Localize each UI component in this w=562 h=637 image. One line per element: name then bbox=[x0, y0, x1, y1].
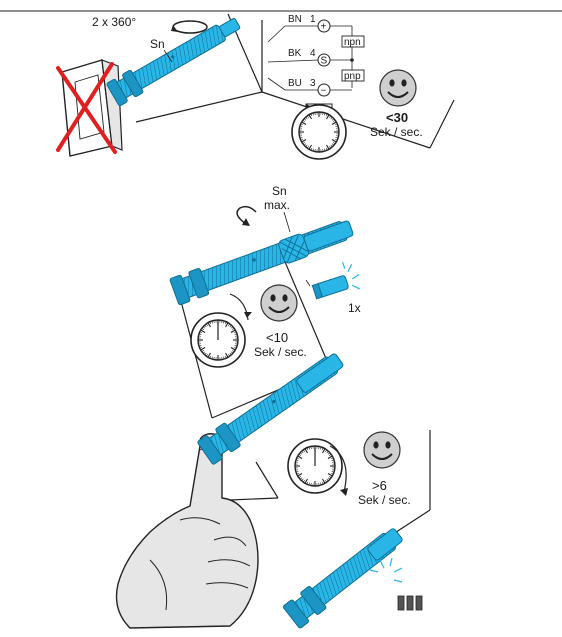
wire-bu-pin: 3 bbox=[310, 78, 316, 89]
wire-bk-symbol: S bbox=[321, 56, 328, 67]
rotation-arrow-icon-2 bbox=[237, 207, 256, 226]
wiring-time-unit: Sek / sec. bbox=[370, 125, 423, 139]
wire-bu-code: BU bbox=[288, 78, 302, 89]
rotation-label: 2 x 360° bbox=[92, 15, 136, 29]
smiley-icon-2 bbox=[261, 285, 297, 321]
rotation-arrow-icon bbox=[171, 21, 207, 33]
wire-bu: BU 3 − bbox=[268, 78, 352, 97]
pnp-box: pnp bbox=[342, 70, 364, 88]
step2-sn-label: Sn bbox=[272, 184, 287, 198]
wire-bn-code: BN bbox=[288, 14, 302, 25]
npn-label: npn bbox=[344, 37, 361, 48]
hand-icon bbox=[117, 434, 259, 628]
step2-time-unit: Sek / sec. bbox=[254, 345, 307, 359]
pnp-label: pnp bbox=[344, 71, 361, 82]
wall-plate bbox=[62, 60, 122, 156]
step2-time-value: <10 bbox=[266, 330, 288, 345]
signal-bars-icon bbox=[398, 596, 422, 610]
stopwatch-icon-2 bbox=[191, 294, 252, 367]
flash-count: 1x bbox=[348, 301, 361, 315]
wire-bn-pin: 1 bbox=[310, 14, 316, 25]
wire-bk-pin: 4 bbox=[310, 48, 316, 59]
step1-panel: 2 x 360° Sn bbox=[58, 12, 262, 156]
stopwatch-icon-1 bbox=[292, 104, 346, 159]
wire-bn: BN 1 + bbox=[268, 14, 352, 42]
step3-time-unit: Sek / sec. bbox=[358, 493, 411, 507]
sn-label: Sn bbox=[150, 37, 165, 51]
smiley-icon-1 bbox=[380, 70, 416, 106]
step2-max-label: max. bbox=[264, 198, 290, 212]
sensor-4-icon bbox=[283, 523, 407, 629]
step2-panel: Sn max. 1x bbox=[170, 184, 364, 418]
step3-panel: >6 Sek / sec. bbox=[117, 348, 431, 629]
stopwatch-icon-3 bbox=[288, 439, 348, 496]
wiring-time-value: <30 bbox=[386, 110, 408, 125]
step3-time-value: >6 bbox=[372, 478, 387, 493]
wire-bk: BK 4 S bbox=[268, 48, 354, 70]
wire-bn-symbol: + bbox=[321, 22, 327, 33]
wire-bk-code: BK bbox=[288, 48, 302, 59]
npn-box: npn bbox=[342, 36, 364, 58]
smiley-icon-3 bbox=[364, 432, 400, 468]
flash-led-icon bbox=[308, 258, 363, 302]
wiring-panel: BN 1 + npn BK 4 S pnp bbox=[262, 14, 454, 159]
wire-bu-symbol: − bbox=[321, 86, 327, 97]
